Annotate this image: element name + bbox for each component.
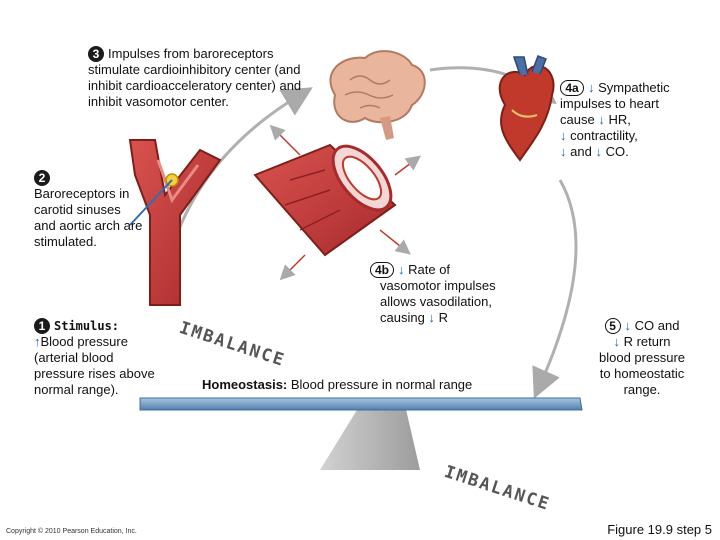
heart-illustration (498, 55, 555, 162)
down-arrow-icon: ↓ (595, 144, 602, 159)
step2-description: Baroreceptors in carotid sinuses and aor… (34, 186, 143, 249)
down-arrow-icon: ↓ (428, 310, 435, 325)
copyright: Copyright © 2010 Pearson Education, Inc. (6, 528, 137, 535)
step1-description: Blood pressure (arterial blood pressure … (34, 334, 155, 397)
step5-number: 5 (604, 318, 621, 334)
step4a-number: 4a (560, 80, 584, 96)
step5-line5: range. (623, 382, 661, 397)
step2-text: 2 Baroreceptors in carotid sinuses and a… (34, 170, 144, 250)
step1-number: 1 (34, 318, 50, 334)
homeostasis-description: Blood pressure in normal range (290, 377, 473, 392)
step4b-line2: vasomotor impulses (380, 278, 496, 293)
down-arrow-icon: ↓ (624, 318, 632, 333)
step5-line1: CO and (634, 318, 680, 333)
step4a-line3a: cause (560, 112, 595, 127)
step2-number: 2 (34, 170, 50, 186)
step4b-line3: allows vasodilation, (380, 294, 493, 309)
figure-label: Figure 19.9 step 5 (607, 522, 712, 537)
step4a-line1: Sympathetic (598, 80, 670, 95)
step4a-line5a: and (570, 144, 592, 159)
brain-illustration (329, 50, 426, 140)
step5-line4: to homeostatic (599, 366, 685, 381)
step4a-line5b: CO. (605, 144, 629, 159)
step4a-line2: impulses to heart (560, 96, 659, 111)
homeostasis-title: Homeostasis: (202, 377, 288, 392)
step4b-text: 4b ↓ Rate of vasomotor impulses allows va… (370, 262, 530, 326)
step3-description: Impulses from baroreceptors stimulate ca… (88, 46, 302, 109)
step4a-line4: contractility, (570, 128, 638, 143)
balance-beam (139, 397, 583, 411)
down-arrow-icon: ↓ (588, 80, 595, 95)
step1-text: 1 Stimulus: ↑Blood pressure (arterial blo… (34, 318, 159, 398)
step4b-line4a: causing (380, 310, 425, 325)
down-arrow-icon: ↓ (560, 128, 567, 143)
up-arrow-icon: ↑ (34, 334, 41, 349)
carotid-artery-illustration (128, 139, 222, 306)
step4b-line4b: R (438, 310, 448, 325)
step1-title: Stimulus: (54, 319, 120, 333)
down-arrow-icon: ↓ (398, 262, 405, 277)
down-arrow-icon: ↓ (598, 112, 605, 127)
step4a-text: 4a↓ Sympathetic impulses to heart cause … (560, 80, 700, 160)
step5-line2: R return (623, 334, 671, 349)
step4b-line1: Rate of (408, 262, 451, 277)
homeostasis-label: Homeostasis: Blood pressure in normal ra… (202, 377, 472, 393)
fulcrum (320, 405, 420, 470)
blood-vessel-illustration (253, 143, 397, 257)
down-arrow-icon: ↓ (560, 144, 567, 159)
cycle-arrow-right (532, 179, 578, 399)
step5-text: 5↓ CO and ↓ R return blood pressure to h… (582, 318, 702, 398)
step4a-line3b: HR, (608, 112, 631, 127)
step3-number: 3 (88, 46, 104, 62)
step4b-number: 4b (370, 262, 394, 278)
down-arrow-icon: ↓ (613, 334, 620, 349)
step5-line3: blood pressure (599, 350, 685, 365)
